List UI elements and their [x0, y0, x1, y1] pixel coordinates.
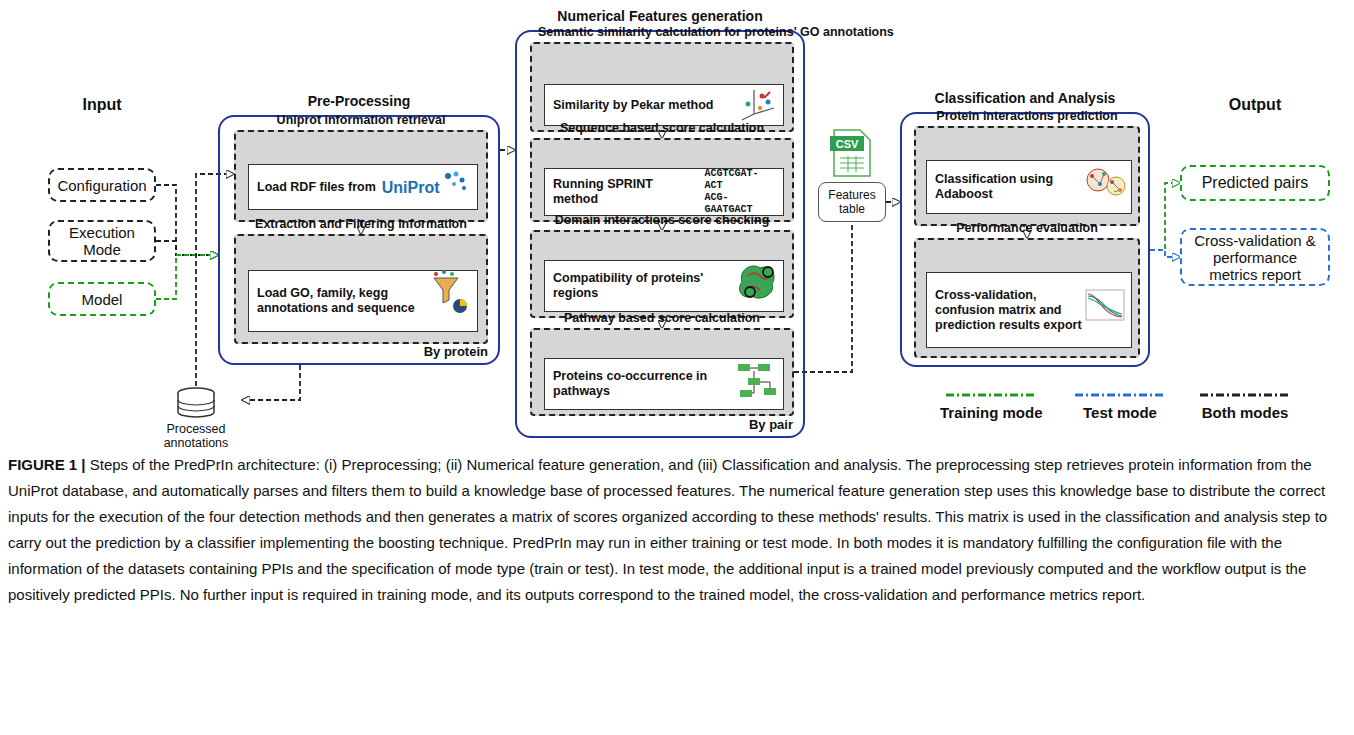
- method-box: Load GO, family, kegg annotations and se…: [248, 270, 478, 332]
- legend-text: Test mode: [1083, 404, 1157, 421]
- flow-connector: [196, 174, 234, 386]
- stage-panel: Numerical Features generationBy pairSema…: [515, 30, 805, 438]
- section-heading: Sequence based score calculation: [532, 116, 792, 135]
- stage-heading: Numerical Features generation: [517, 8, 803, 24]
- step-section: Semantic similarity calculation for prot…: [530, 42, 794, 132]
- method-box: Load RDF files from UniProt: [248, 164, 478, 210]
- stage-panel: Pre-ProcessingBy proteinUniprot informat…: [218, 115, 500, 365]
- legend-line-sample: [946, 392, 1036, 398]
- legend-line-sample: [1075, 392, 1165, 398]
- section-heading: Protein interactions prediction: [916, 104, 1138, 123]
- node-text: Features table: [822, 188, 882, 216]
- database-node: Processed annotations: [150, 386, 242, 448]
- output-box: Predicted pairs: [1180, 165, 1330, 201]
- stage-footnote: By protein: [424, 344, 488, 359]
- node-text: Cross-validation, confusion matrix and p…: [935, 288, 1083, 333]
- output-box: Cross-validation & performance metrics r…: [1180, 228, 1330, 286]
- step-section: Uniprot information retrievalLoad RDF fi…: [234, 130, 488, 222]
- stage-panel: Classification and AnalysisProtein inter…: [900, 112, 1150, 367]
- node-text: Load GO, family, kegg annotations and se…: [257, 286, 429, 316]
- section-heading: Semantic similarity calculation for prot…: [532, 20, 792, 39]
- legend-item: Training mode: [940, 392, 1043, 421]
- database-icon: [178, 388, 214, 417]
- section-heading: Domain interactions score checking: [532, 208, 792, 227]
- node-text: Load RDF files from: [257, 180, 376, 195]
- node-text: Configuration: [57, 177, 146, 194]
- step-section: Domain interactions score checkingCompat…: [530, 230, 794, 318]
- node-text: Running SPRINT method: [553, 177, 699, 207]
- step-section: Protein interactions predictionClassific…: [914, 126, 1140, 226]
- logo-text: UniProt: [382, 180, 440, 195]
- csv-file-icon: [830, 130, 870, 176]
- features-table-box: Features table: [818, 182, 886, 222]
- section-heading: Pathway based score calculation: [532, 306, 792, 325]
- method-box: Classification using Adaboost: [926, 160, 1132, 214]
- method-box: Proteins co-occurrence in pathways: [544, 358, 784, 410]
- step-section: Pathway based score calculationProteins …: [530, 328, 794, 416]
- node-text: Similarity by Pekar method: [553, 98, 713, 113]
- step-section: Extraction and Filtering informationLoad…: [234, 234, 488, 344]
- legend-text: Both modes: [1202, 404, 1289, 421]
- flow-connector: [156, 255, 218, 299]
- node-text: Proteins co-occurrence in pathways: [553, 369, 735, 399]
- legend-item: Both modes: [1200, 392, 1290, 421]
- stage-heading: Classification and Analysis: [902, 90, 1148, 106]
- legend-item: Test mode: [1075, 392, 1165, 421]
- node-text: Execution Mode: [56, 224, 148, 258]
- flow-connector: [794, 222, 852, 372]
- figure-caption: FIGURE 1 | Steps of the PredPrIn archite…: [8, 452, 1346, 608]
- step-section: Sequence based score calculationRunning …: [530, 138, 794, 222]
- node-text: Predicted pairs: [1202, 174, 1309, 192]
- flow-connector: [500, 149, 515, 151]
- node-text: Model: [82, 291, 123, 308]
- section-heading: Performance evaluation: [916, 216, 1138, 235]
- file-type-label: CSV: [832, 138, 862, 150]
- flow-connector: [156, 241, 218, 255]
- column-label: Output: [1180, 96, 1330, 114]
- section-heading: Extraction and Filtering information: [236, 212, 486, 231]
- input-box: Configuration: [48, 168, 156, 202]
- flow-connector: [886, 201, 900, 203]
- column-label: Input: [48, 96, 156, 114]
- flow-connector: [156, 185, 218, 255]
- legend-text: Training mode: [940, 404, 1043, 421]
- flow-connector: [1150, 250, 1180, 257]
- sequence-column: ACGTCGAT-ACTACG-GAATGACT: [699, 168, 776, 216]
- node-text: Cross-validation & performance metrics r…: [1188, 232, 1322, 283]
- node-text: Compatibility of proteins' regions: [553, 271, 735, 301]
- method-box: Compatibility of proteins' regions: [544, 260, 784, 312]
- stage-heading: Pre-Processing: [220, 93, 498, 109]
- flow-connector: [1150, 183, 1180, 250]
- input-box: Execution Mode: [48, 220, 156, 262]
- input-box: Model: [48, 282, 156, 316]
- sequence-text: ACGTCGAT-ACT: [705, 168, 776, 192]
- node-text: Processed annotations: [150, 386, 242, 450]
- method-box: Running SPRINT methodACGTCGAT-ACTACG-GAA…: [544, 168, 784, 216]
- stage-footnote: By pair: [749, 417, 793, 432]
- flow-connector: [242, 365, 300, 400]
- method-box: Similarity by Pekar method: [544, 84, 784, 126]
- method-box: Cross-validation, confusion matrix and p…: [926, 272, 1132, 348]
- section-heading: Uniprot information retrieval: [236, 108, 486, 127]
- sequence-text: ACG-GAATGACT: [705, 192, 776, 216]
- node-text: Classification using Adaboost: [935, 172, 1083, 202]
- legend-line-sample: [1200, 392, 1290, 398]
- step-section: Performance evaluationCross-validation, …: [914, 238, 1140, 358]
